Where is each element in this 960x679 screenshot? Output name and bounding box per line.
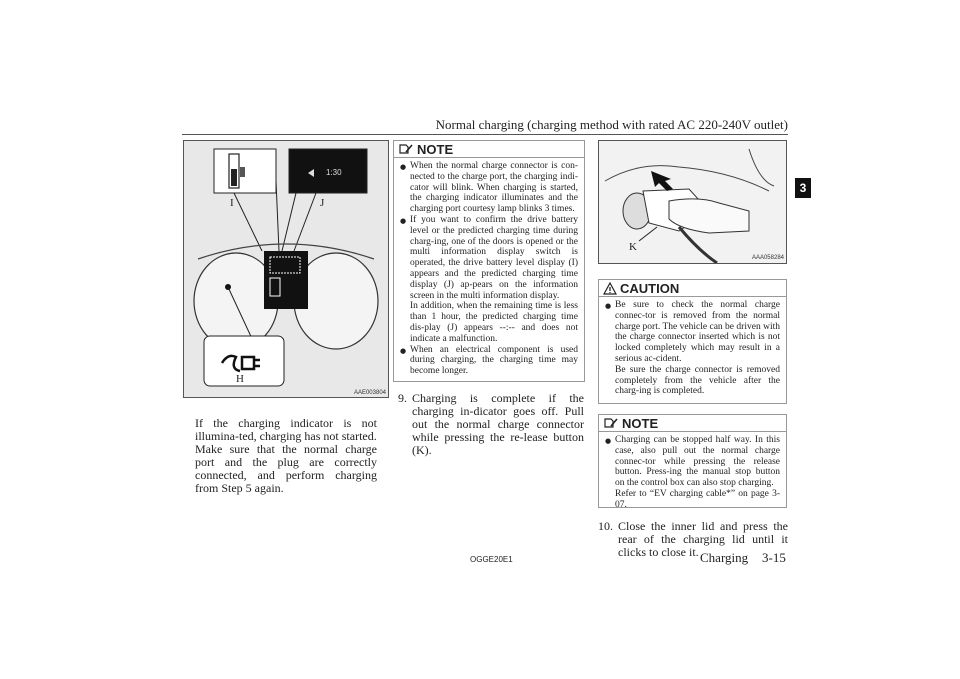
note-item: ● Charging can be stopped half way. In t… — [605, 435, 780, 489]
left-text: If the charging indicator is not illumin… — [195, 417, 377, 495]
note-icon — [399, 144, 413, 154]
bullet-icon: ● — [400, 346, 407, 355]
warning-triangle-icon — [603, 281, 617, 295]
note-box: NOTE ● When the normal charge connector … — [393, 140, 585, 382]
callout-J: J — [320, 197, 325, 209]
caution-item: ● Be sure to check the normal charge con… — [605, 300, 780, 364]
bullet-icon: ● — [400, 216, 407, 225]
note-item: ● When an electrical component is used d… — [400, 344, 578, 377]
bullet-icon: ● — [400, 163, 407, 171]
figure-code: AAE003804 — [353, 390, 386, 396]
paragraph: Make sure that the normal charge port an… — [195, 442, 377, 495]
note-header: NOTE — [394, 141, 584, 158]
footer-section: Charging — [700, 550, 749, 565]
bullet-icon: ● — [605, 302, 612, 310]
plug-icon — [308, 169, 314, 177]
charge-time-display: 1:30 — [326, 168, 342, 177]
document-code: OGGE20E1 — [470, 555, 513, 564]
step-text: Charging is complete if the charging in-… — [412, 391, 584, 457]
running-header: Normal charging (charging method with ra… — [435, 117, 788, 132]
note-title: NOTE — [417, 141, 454, 157]
step-9: 9. Charging is complete if the charging … — [398, 392, 584, 457]
figure-code: AAA058284 — [751, 255, 784, 261]
chapter-tab: 3 — [795, 178, 811, 198]
note-item: ● If you want to confirm the drive batte… — [400, 214, 578, 301]
cluster-illustration — [193, 148, 379, 387]
charge-plug-icon — [220, 354, 260, 373]
callout-I: I — [230, 197, 234, 209]
connector-illustration — [604, 148, 775, 265]
callout-K: K — [629, 241, 637, 253]
note-item: ● When the normal charge connector is co… — [400, 161, 578, 215]
step-number: 9. — [398, 391, 407, 405]
note-item: In addition, when the remaining time is … — [410, 301, 578, 344]
caution-item: Be sure the charge connector is removed … — [615, 364, 780, 397]
caution-header: CAUTION — [599, 280, 786, 297]
press-arrow-icon — [651, 171, 673, 191]
connector-figure: K AAA058284 — [598, 140, 787, 265]
note-header: NOTE — [599, 415, 786, 432]
note-box-2: NOTE ● Charging can be stopped half way.… — [598, 414, 787, 510]
header-rule — [182, 134, 788, 135]
paragraph: If the charging indicator is not illumin… — [195, 416, 377, 443]
caution-title: CAUTION — [620, 280, 680, 296]
callout-H: H — [236, 373, 244, 385]
step-number: 10. — [598, 519, 613, 533]
note-item: Refer to “EV charging cable*” on page 3-… — [615, 488, 780, 510]
note-icon — [604, 418, 618, 428]
page-number: 3-15 — [762, 550, 786, 565]
step-10: 10. Close the inner lid and press the re… — [598, 520, 788, 559]
cluster-figure: I J H 1:30 AAE003804 — [183, 140, 389, 398]
note-title: NOTE — [622, 415, 659, 431]
bullet-icon: ● — [605, 437, 612, 445]
step-text: Close the inner lid and press the rear o… — [618, 519, 788, 559]
caution-box: CAUTION ● Be sure to check the normal ch… — [598, 279, 787, 404]
